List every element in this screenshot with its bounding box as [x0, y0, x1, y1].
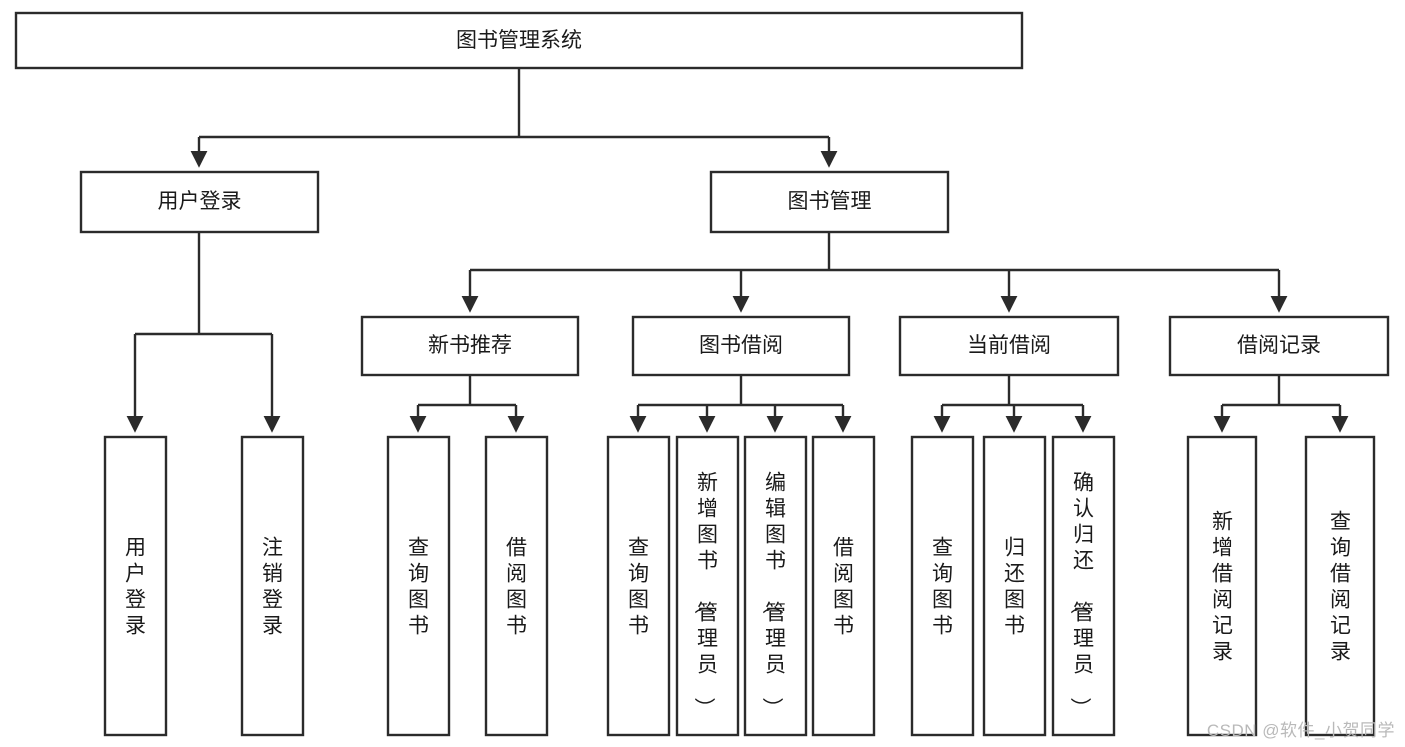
- node-user-login-label: 用户登录: [158, 190, 242, 213]
- node-leaf-query-borrow-record-label: 查询借阅记录: [1330, 510, 1351, 663]
- node-leaf-query-book-2-label: 查询图书: [628, 536, 649, 637]
- node-leaf-edit-book-admin-box[interactable]: [743, 435, 808, 737]
- node-leaf-query-book-3-label: 查询图书: [932, 536, 953, 637]
- node-leaf-borrow-book-2[interactable]: 借阅图书: [811, 435, 876, 737]
- node-leaf-edit-book-admin[interactable]: 编辑图书（管理员）: [743, 435, 808, 737]
- node-root-box[interactable]: [14, 11, 1024, 70]
- node-book-manage[interactable]: 图书管理: [709, 170, 950, 234]
- node-leaf-borrow-book-2-box[interactable]: [811, 435, 876, 737]
- node-leaf-borrow-book-1-box[interactable]: [484, 435, 549, 737]
- node-current-borrow-label: 当前借阅: [967, 334, 1051, 357]
- node-leaf-query-borrow-record-box[interactable]: [1304, 435, 1376, 737]
- node-leaf-borrow-book-1[interactable]: 借阅图书: [484, 435, 549, 737]
- node-current-borrow-box[interactable]: [898, 315, 1120, 377]
- node-leaf-query-book-2-box[interactable]: [606, 435, 671, 737]
- node-leaf-return-book-label: 归还图书: [1004, 536, 1025, 637]
- node-book-manage-box[interactable]: [709, 170, 950, 234]
- node-leaf-return-book-box[interactable]: [982, 435, 1047, 737]
- node-new-book-rec-box[interactable]: [360, 315, 580, 377]
- node-leaf-borrow-book-1-label: 借阅图书: [506, 536, 527, 637]
- node-leaf-add-book-admin-label: 新增图书（管理员）: [692, 471, 718, 718]
- node-new-book-rec[interactable]: 新书推荐: [360, 315, 580, 377]
- node-root[interactable]: 图书管理系统: [14, 11, 1024, 70]
- node-borrow-record-box[interactable]: [1168, 315, 1390, 377]
- node-book-borrow-box[interactable]: [631, 315, 851, 377]
- node-book-borrow-label: 图书借阅: [699, 334, 783, 357]
- connector-group-current-borrow: [933, 375, 1092, 433]
- node-leaf-logout-label: 注销登录: [262, 536, 283, 637]
- node-leaf-borrow-book-2-label: 借阅图书: [833, 536, 854, 637]
- node-leaf-add-borrow-record-box[interactable]: [1186, 435, 1258, 737]
- node-leaf-confirm-return-admin-box[interactable]: [1051, 435, 1116, 737]
- node-book-borrow[interactable]: 图书借阅: [631, 315, 851, 377]
- node-leaf-confirm-return-admin[interactable]: 确认归还（管理员）: [1051, 435, 1116, 737]
- node-new-book-rec-label: 新书推荐: [428, 334, 512, 357]
- connector-group-borrow-record: [1213, 375, 1349, 433]
- connector-group-book-borrow: [629, 375, 852, 433]
- connector-group-new-book-rec: [409, 375, 525, 433]
- node-leaf-query-book-3[interactable]: 查询图书: [910, 435, 975, 737]
- node-root-label: 图书管理系统: [456, 29, 582, 52]
- node-leaf-add-book-admin[interactable]: 新增图书（管理员）: [675, 435, 740, 737]
- node-leaf-query-book-1[interactable]: 查询图书: [386, 435, 451, 737]
- node-leaf-confirm-return-admin-label: 确认归还（管理员）: [1068, 471, 1094, 718]
- node-leaf-user-login-box[interactable]: [103, 435, 168, 737]
- node-leaf-query-book-1-label: 查询图书: [408, 536, 429, 637]
- node-current-borrow[interactable]: 当前借阅: [898, 315, 1120, 377]
- node-leaf-query-book-3-box[interactable]: [910, 435, 975, 737]
- node-user-login[interactable]: 用户登录: [79, 170, 320, 234]
- node-leaf-logout[interactable]: 注销登录: [240, 435, 305, 737]
- node-borrow-record[interactable]: 借阅记录: [1168, 315, 1390, 377]
- node-leaf-add-borrow-record-label: 新增借阅记录: [1212, 510, 1233, 663]
- node-leaf-add-book-admin-box[interactable]: [675, 435, 740, 737]
- connector-group-root: [190, 68, 838, 168]
- connector-group-book-manage: [461, 232, 1288, 313]
- node-borrow-record-label: 借阅记录: [1237, 334, 1321, 357]
- node-leaf-user-login[interactable]: 用户登录: [103, 435, 168, 737]
- node-user-login-box[interactable]: [79, 170, 320, 234]
- node-leaf-add-borrow-record[interactable]: 新增借阅记录: [1186, 435, 1258, 737]
- connector-group-user-login: [126, 232, 281, 433]
- node-leaf-logout-box[interactable]: [240, 435, 305, 737]
- node-leaf-query-borrow-record[interactable]: 查询借阅记录: [1304, 435, 1376, 737]
- node-leaf-return-book[interactable]: 归还图书: [982, 435, 1047, 737]
- node-leaf-edit-book-admin-label: 编辑图书（管理员）: [760, 471, 786, 718]
- node-book-manage-label: 图书管理: [788, 190, 872, 213]
- node-leaf-query-book-2[interactable]: 查询图书: [606, 435, 671, 737]
- node-leaf-user-login-label: 用户登录: [125, 536, 146, 637]
- node-leaf-query-book-1-box[interactable]: [386, 435, 451, 737]
